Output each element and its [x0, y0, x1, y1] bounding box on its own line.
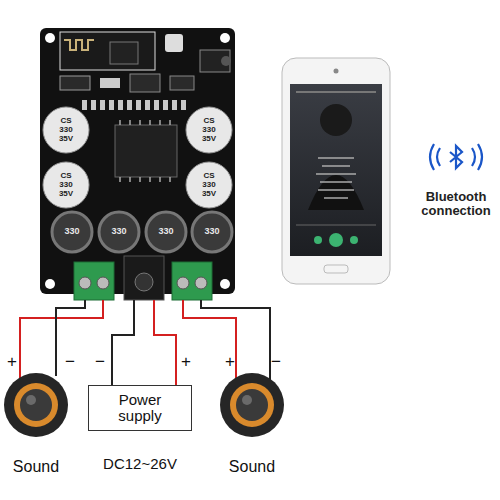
- phone-ui: [296, 92, 376, 247]
- box-label: Power supply: [95, 392, 185, 425]
- speaker-node: Sound: [216, 370, 288, 478]
- audio-jack-hole: [221, 56, 231, 66]
- speaker-label: Sound: [216, 458, 288, 476]
- bluetooth-module: [60, 32, 155, 70]
- power-supply-box: Power supply: [88, 385, 192, 431]
- dc-jack: [124, 256, 164, 300]
- capacitor-marking: 330: [194, 181, 224, 190]
- capacitor-marking: 35V: [194, 190, 224, 199]
- polarity-sign: +: [222, 353, 238, 372]
- chip: [130, 74, 160, 92]
- mount-hole: [220, 279, 230, 289]
- inductor-marking: 330: [152, 227, 180, 237]
- crystal: [100, 78, 120, 88]
- capacitor-marking: 35V: [51, 190, 81, 199]
- polarity-sign: −: [62, 353, 78, 372]
- inductor-marking: 330: [58, 227, 86, 237]
- wires: [20, 300, 270, 385]
- antenna-trace: [64, 40, 94, 50]
- audio-jack: [200, 50, 230, 72]
- capacitors: [43, 107, 232, 208]
- speaker-node: Sound: [0, 370, 72, 478]
- capacitor-marking: 35V: [194, 135, 224, 144]
- speaker-label: Sound: [0, 458, 72, 476]
- capacitor-marking: CS: [51, 172, 81, 181]
- pcb-board: [40, 28, 235, 294]
- regulator: [60, 76, 90, 90]
- speaker: [4, 373, 68, 437]
- polarity-sign: −: [268, 353, 284, 372]
- terminal-block: [172, 262, 212, 300]
- capacitor-marking: 35V: [51, 135, 81, 144]
- chip-pins: [120, 120, 170, 182]
- bluetooth-icon: [430, 144, 482, 170]
- inductor-marking: 330: [105, 227, 133, 237]
- terminal-block: [74, 262, 114, 300]
- amplifier-chip: [115, 125, 177, 177]
- capacitor-marking: CS: [194, 117, 224, 126]
- small-capacitor: [165, 34, 183, 52]
- mount-hole: [45, 279, 55, 289]
- capacitor-marking: CS: [51, 117, 81, 126]
- capacitor-marking: 330: [51, 181, 81, 190]
- chip: [170, 76, 194, 90]
- mount-hole: [45, 33, 55, 43]
- polarity-sign: −: [92, 353, 108, 372]
- capacitor-marking: 330: [194, 126, 224, 135]
- pin-row: [82, 100, 186, 110]
- bt-chip: [110, 42, 138, 64]
- inductors: [52, 212, 232, 252]
- inductor-marking: 330: [198, 227, 226, 237]
- bluetooth-caption: Bluetooth connection: [415, 190, 497, 219]
- polarity-sign: +: [178, 353, 194, 372]
- phone-body: [282, 58, 390, 284]
- capacitor-marking: CS: [194, 172, 224, 181]
- polarity-sign: +: [4, 353, 20, 372]
- phone-screen: [290, 84, 382, 256]
- speaker: [220, 373, 284, 437]
- capacitor-marking: 330: [51, 126, 81, 135]
- mount-hole: [220, 33, 230, 43]
- voltage-label: DC12~26V: [85, 456, 195, 473]
